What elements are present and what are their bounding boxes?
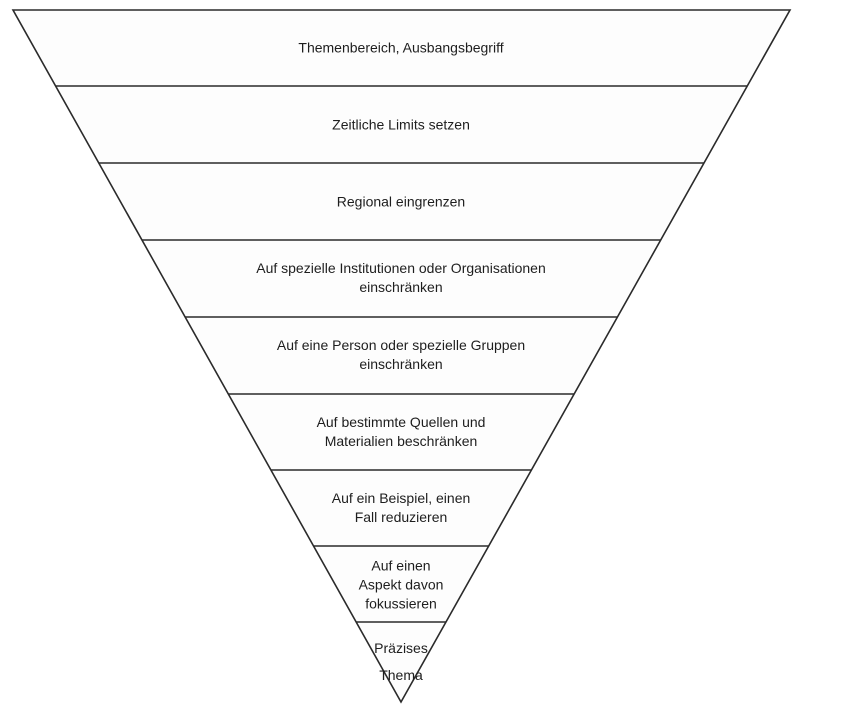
funnel-level-text-line: Auf spezielle Institutionen oder Organis…	[256, 260, 546, 276]
funnel-level-text-line: Auf bestimmte Quellen und	[316, 414, 486, 430]
funnel-level-label: Zeitliche Limits setzen	[332, 116, 470, 135]
funnel-level-text-line: einschränken	[359, 279, 443, 295]
funnel-level-text-line: Aspekt davon	[358, 576, 444, 593]
funnel-level-text-line: Zeitliche Limits setzen	[332, 116, 470, 133]
funnel-level-text-line: Thema	[379, 667, 423, 683]
funnel-level-text-line: Auf ein Beispiel, einen	[331, 490, 471, 506]
funnel-level-label: Themenbereich, Ausbangsbegriff	[298, 39, 503, 58]
funnel-level-text-line: Fall reduzieren	[354, 509, 448, 525]
funnel-level-label: Regional eingrenzen	[337, 193, 465, 212]
funnel-level-text-line: Themenbereich, Ausbangsbegriff	[298, 39, 504, 56]
funnel-level-label: Auf spezielle Institutionen oder Organis…	[256, 259, 546, 297]
funnel-level-text-line: einschränken	[359, 356, 443, 372]
funnel-outline	[11, 9, 792, 704]
funnel-level-text-line: fokussieren	[365, 595, 437, 612]
funnel-level-text-line: Auf eine Person oder spezielle Gruppen	[276, 337, 526, 353]
funnel-level-label: Auf eine Person oder spezielle Gruppen ei…	[277, 336, 525, 374]
funnel-level-text-line: Auf einen	[371, 557, 431, 574]
funnel-level-text-line: Regional eingrenzen	[336, 193, 466, 210]
funnel-level-text-line: Materialien beschränken	[324, 433, 478, 449]
funnel-level-text-line: Präzises	[374, 640, 428, 656]
